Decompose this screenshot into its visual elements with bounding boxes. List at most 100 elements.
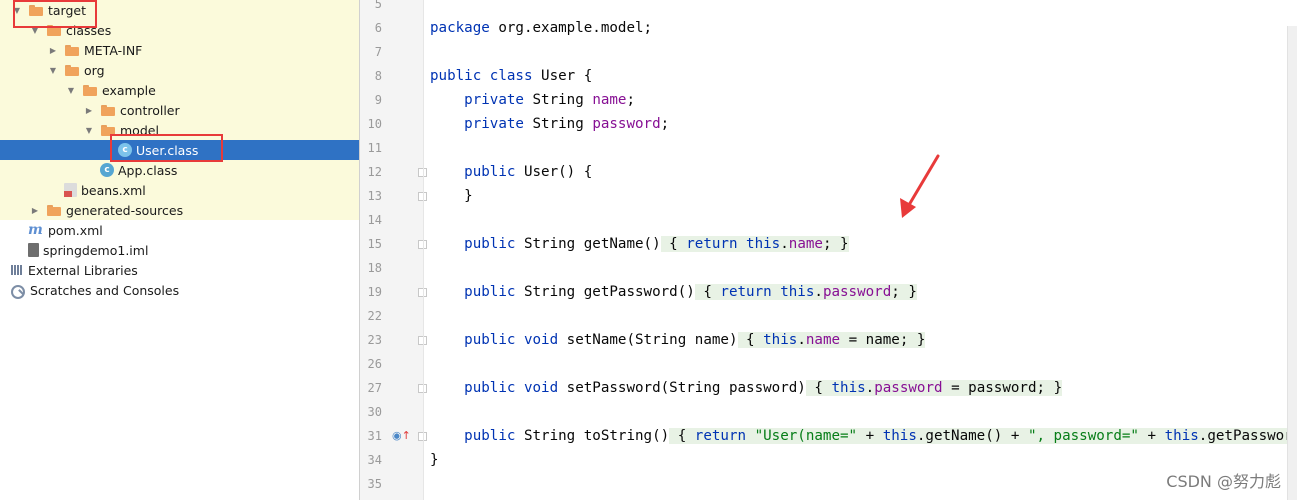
code-line[interactable]: public class User { [430, 68, 593, 84]
watermark: CSDN @努力彪 [1166, 472, 1281, 491]
tree-item-label: controller [120, 102, 180, 118]
tree-item-label: springdemo1.iml [43, 242, 149, 258]
project-tree-panel[interactable]: ▼ target ▼ classes ▶ META-INF ▼ org ▼ example ▶ con… [0, 0, 359, 500]
line-number: 30 [367, 405, 382, 419]
tree-item-meta-inf[interactable]: ▶ META-INF [0, 40, 359, 60]
line-number: 10 [367, 117, 382, 131]
folder-icon [100, 103, 116, 117]
tree-item-label: External Libraries [28, 262, 138, 278]
line-number: 23 [367, 333, 382, 347]
line-number: 5 [374, 0, 382, 11]
tree-item-label: org [84, 62, 105, 78]
line-number: 6 [374, 21, 382, 35]
code-line[interactable]: public String getPassword() { return thi… [464, 284, 917, 300]
fold-toggle-icon[interactable] [418, 384, 427, 393]
vertical-scrollbar[interactable] [1287, 26, 1297, 500]
tree-item-label: META-INF [84, 42, 143, 58]
code-line[interactable]: } [430, 452, 439, 468]
tree-item-example[interactable]: ▼ example [0, 80, 359, 100]
iml-file-icon [28, 243, 39, 257]
chevron-down-icon[interactable]: ▼ [13, 5, 21, 15]
line-number: 13 [367, 189, 382, 203]
tree-item-generated-sources[interactable]: ▶ generated-sources [0, 200, 359, 220]
line-number: 26 [367, 357, 382, 371]
line-number: 34 [367, 453, 382, 467]
line-number: 9 [374, 93, 382, 107]
chevron-down-icon[interactable]: ▼ [31, 25, 39, 35]
tree-item-label: App.class [118, 162, 178, 178]
tree-item-controller[interactable]: ▶ controller [0, 100, 359, 120]
line-number: 27 [367, 381, 382, 395]
gutter-divider [423, 0, 424, 500]
tree-item-label: beans.xml [81, 182, 146, 198]
folder-icon [82, 83, 98, 97]
line-number: 7 [374, 45, 382, 59]
chevron-right-icon[interactable]: ▶ [49, 45, 57, 55]
line-number: 19 [367, 285, 382, 299]
folder-icon [46, 203, 62, 217]
tree-item-target[interactable]: ▼ target [0, 0, 359, 20]
line-number: 18 [367, 261, 382, 275]
code-line[interactable]: public void setPassword(String password)… [464, 380, 1063, 396]
code-line[interactable]: private String password; [464, 116, 670, 132]
class-file-icon: c [118, 143, 132, 157]
tree-item-beans-xml[interactable]: ▶beans.xml [0, 180, 359, 200]
tree-item-scratches-and-consoles[interactable]: Scratches and Consoles [0, 280, 359, 300]
class-file-icon: c [100, 163, 114, 177]
line-number: 15 [367, 237, 382, 251]
folder-icon [64, 63, 80, 77]
chevron-right-icon[interactable]: ▶ [31, 205, 39, 215]
library-icon [10, 263, 24, 277]
tree-item-label: pom.xml [48, 222, 103, 238]
tree-item-label: model [120, 122, 159, 138]
folder-icon [46, 23, 62, 37]
fold-toggle-icon[interactable] [418, 432, 427, 441]
line-number: 11 [367, 141, 382, 155]
tree-item-classes[interactable]: ▼ classes [0, 20, 359, 40]
line-number: 35 [367, 477, 382, 491]
chevron-down-icon[interactable]: ▼ [85, 125, 93, 135]
folder-icon [28, 3, 44, 17]
fold-toggle-icon[interactable] [418, 192, 427, 201]
tree-item-springdemo1-iml[interactable]: ▶springdemo1.iml [0, 240, 359, 260]
line-number: 12 [367, 165, 382, 179]
line-number: 8 [374, 69, 382, 83]
fold-toggle-icon[interactable] [418, 288, 427, 297]
code-line[interactable]: public User() { [464, 164, 593, 180]
code-line[interactable]: public String toString() { return "User(… [430, 424, 1297, 448]
scratches-icon [10, 283, 26, 299]
tree-item-label: Scratches and Consoles [30, 282, 180, 298]
code-line[interactable]: private String name; [464, 92, 636, 108]
tree-item-label: example [102, 82, 156, 98]
tree-item-label: generated-sources [66, 202, 184, 218]
line-number: 14 [367, 213, 382, 227]
project-tree: ▼ target ▼ classes ▶ META-INF ▼ org ▼ example ▶ con… [0, 0, 359, 300]
folder-icon [64, 43, 80, 57]
code-line[interactable]: public void setName(String name) { this.… [464, 332, 926, 348]
chevron-down-icon[interactable]: ▼ [67, 85, 75, 95]
fold-toggle-icon[interactable] [418, 240, 427, 249]
folder-icon [100, 123, 116, 137]
xml-file-icon [64, 183, 77, 197]
code-line[interactable]: public String getName() { return this.na… [464, 236, 849, 252]
override-method-icon[interactable]: ◉↑ [392, 429, 411, 442]
tree-item-label: classes [66, 22, 112, 38]
tree-item-label: target [48, 2, 87, 18]
chevron-right-icon[interactable]: ▶ [85, 105, 93, 115]
maven-icon: m [28, 222, 43, 238]
tree-item-model[interactable]: ▼ model [0, 120, 359, 140]
tree-item-label: User.class [136, 142, 199, 158]
code-line[interactable]: package org.example.model; [430, 20, 653, 36]
line-number: 31 [367, 429, 382, 443]
tree-item-external-libraries[interactable]: External Libraries [0, 260, 359, 280]
code-line[interactable]: } [430, 188, 473, 204]
fold-toggle-icon[interactable] [418, 168, 427, 177]
chevron-down-icon[interactable]: ▼ [49, 65, 57, 75]
fold-toggle-icon[interactable] [418, 336, 427, 345]
tree-item-org[interactable]: ▼ org [0, 60, 359, 80]
